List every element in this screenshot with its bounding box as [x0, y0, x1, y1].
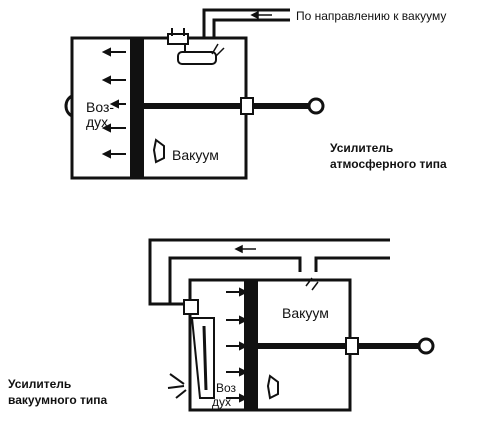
bottom-rod-seal — [345, 337, 359, 355]
top-diaphragm — [130, 38, 144, 178]
bottom-air-label-2: дух — [212, 395, 231, 409]
top-vacuum-marker — [152, 138, 165, 164]
bottom-diaphragm — [244, 280, 258, 410]
top-vacuum-pipe — [202, 8, 290, 38]
top-vacuum-label: Вакуум — [172, 147, 219, 163]
bottom-vacuum-marker — [266, 374, 279, 400]
bottom-vacuum-label: Вакуум — [282, 305, 329, 321]
bottom-booster-title-2: вакуумного типа — [8, 393, 108, 407]
top-pipe-arrows — [250, 10, 272, 20]
bottom-booster-title-1: Усилитель — [8, 377, 71, 391]
vacuum-booster: Вакуум Воз дух Усилитель вакуумного типа — [8, 238, 435, 412]
bottom-rod-end — [417, 337, 435, 355]
top-housing-left-opening — [64, 94, 73, 118]
top-air-label-1: Воз- — [86, 99, 114, 115]
top-rod-seal — [240, 97, 254, 115]
vacuum-direction-label: По направлению к вакууму — [296, 9, 446, 23]
atmospheric-booster: По направлению к вакууму Воз- дух Вакуум… — [64, 8, 447, 180]
top-rod-end — [307, 97, 325, 115]
bottom-air-label-1: Воз — [216, 381, 237, 395]
bottom-vacuum-pipe — [148, 238, 390, 306]
top-booster-title-2: атмосферного типа — [330, 157, 447, 171]
bottom-valve — [167, 299, 215, 399]
bottom-chamber-arrows — [226, 287, 249, 403]
top-valve — [167, 28, 225, 65]
top-air-arrows — [101, 47, 126, 159]
bottom-pipe-arrows — [234, 244, 319, 291]
top-air-label-2: дух — [86, 114, 108, 130]
top-booster-title-1: Усилитель — [330, 141, 393, 155]
